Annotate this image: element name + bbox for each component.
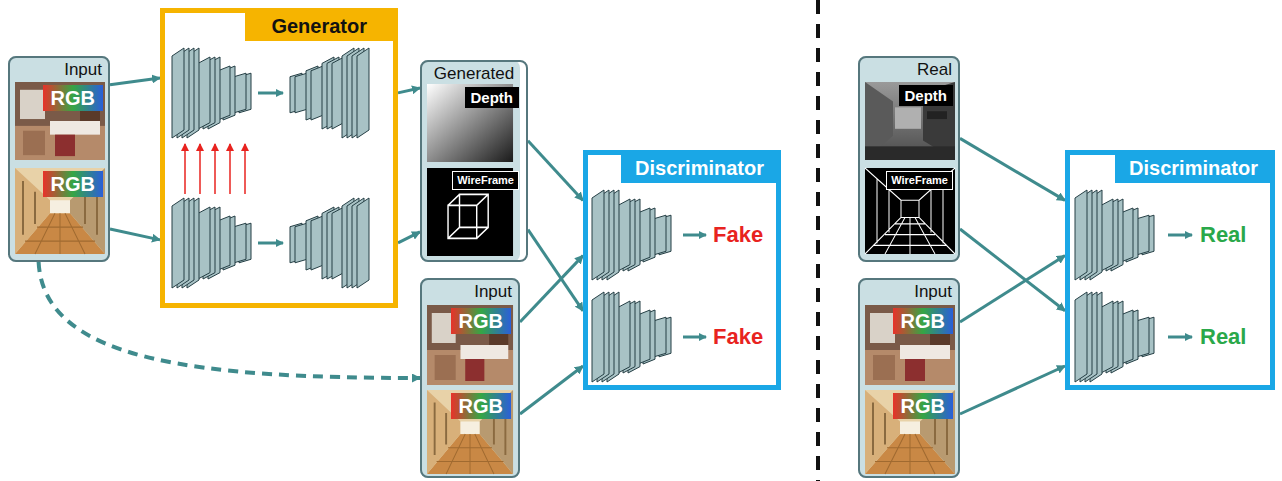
result-label: Real — [1200, 324, 1246, 350]
discriminator-box: DiscriminatorFakeFake — [583, 150, 781, 390]
flow-arrow — [520, 256, 583, 322]
cnn-layers — [172, 48, 1154, 382]
flow-arrow — [110, 229, 160, 240]
skip-arrow — [39, 262, 420, 378]
input-panel: InputRGB RGB — [8, 56, 110, 262]
inner-arrows — [258, 93, 1192, 337]
rgb-badge: RGB — [893, 393, 953, 419]
flow-arrow — [398, 232, 420, 243]
rgb-badge: RGB — [451, 308, 511, 334]
generated-panel: GeneratedDepthWireFrame — [420, 60, 528, 262]
node-title: Discriminator — [1115, 155, 1270, 183]
real-panel: RealDepthWireFrame — [858, 56, 960, 262]
result-label: Fake — [713, 324, 763, 350]
flow-arrow — [520, 366, 583, 414]
depth-badge: Depth — [465, 87, 520, 108]
node-title: Input — [64, 60, 102, 80]
discriminator-box: DiscriminatorRealReal — [1065, 150, 1275, 390]
node-title: Input — [474, 282, 512, 302]
flow-arrow — [960, 229, 1065, 311]
rgb-badge: RGB — [893, 308, 953, 334]
node-title: RGB — [901, 309, 945, 333]
node-title: Depth — [905, 86, 948, 105]
node-title: Generator — [245, 13, 393, 41]
node-title: RGB — [459, 309, 503, 333]
flow-arrow — [960, 138, 1065, 200]
node-title: WireFrame — [891, 173, 948, 188]
result-label: Real — [1200, 222, 1246, 248]
flow-arrow — [398, 88, 420, 93]
node-title: RGB — [901, 394, 945, 418]
flow-arrow — [528, 141, 583, 201]
rgb-badge: RGB — [451, 393, 511, 419]
wireframe-badge: WireFrame — [452, 171, 519, 190]
node-title: RGB — [459, 394, 503, 418]
generator-box: Generator — [160, 8, 398, 308]
node-title: Depth — [471, 88, 514, 107]
flow-arrow — [528, 230, 583, 311]
input-panel: InputRGB RGB — [858, 278, 960, 478]
separator — [816, 0, 820, 481]
box-ground — [160, 8, 1275, 390]
node-title: Discriminator — [621, 155, 776, 183]
rgb-badge: RGB — [43, 85, 103, 111]
wireframe-badge: WireFrame — [886, 171, 953, 190]
flow-arrow — [960, 366, 1065, 414]
node-title: Input — [914, 282, 952, 302]
node-title: Generated — [422, 64, 526, 84]
flow-arrow — [110, 78, 160, 85]
input-panel: InputRGB RGB — [420, 278, 520, 478]
node-title: WireFrame — [457, 173, 514, 188]
rgb-badge: RGB — [43, 171, 103, 197]
node-title: RGB — [51, 86, 95, 110]
skip-arrows — [185, 144, 245, 194]
node-title: RGB — [51, 172, 95, 196]
flow-arrow — [960, 256, 1065, 322]
depth-badge: Depth — [899, 85, 954, 106]
result-label: Fake — [713, 222, 763, 248]
node-title: Real — [917, 60, 952, 80]
